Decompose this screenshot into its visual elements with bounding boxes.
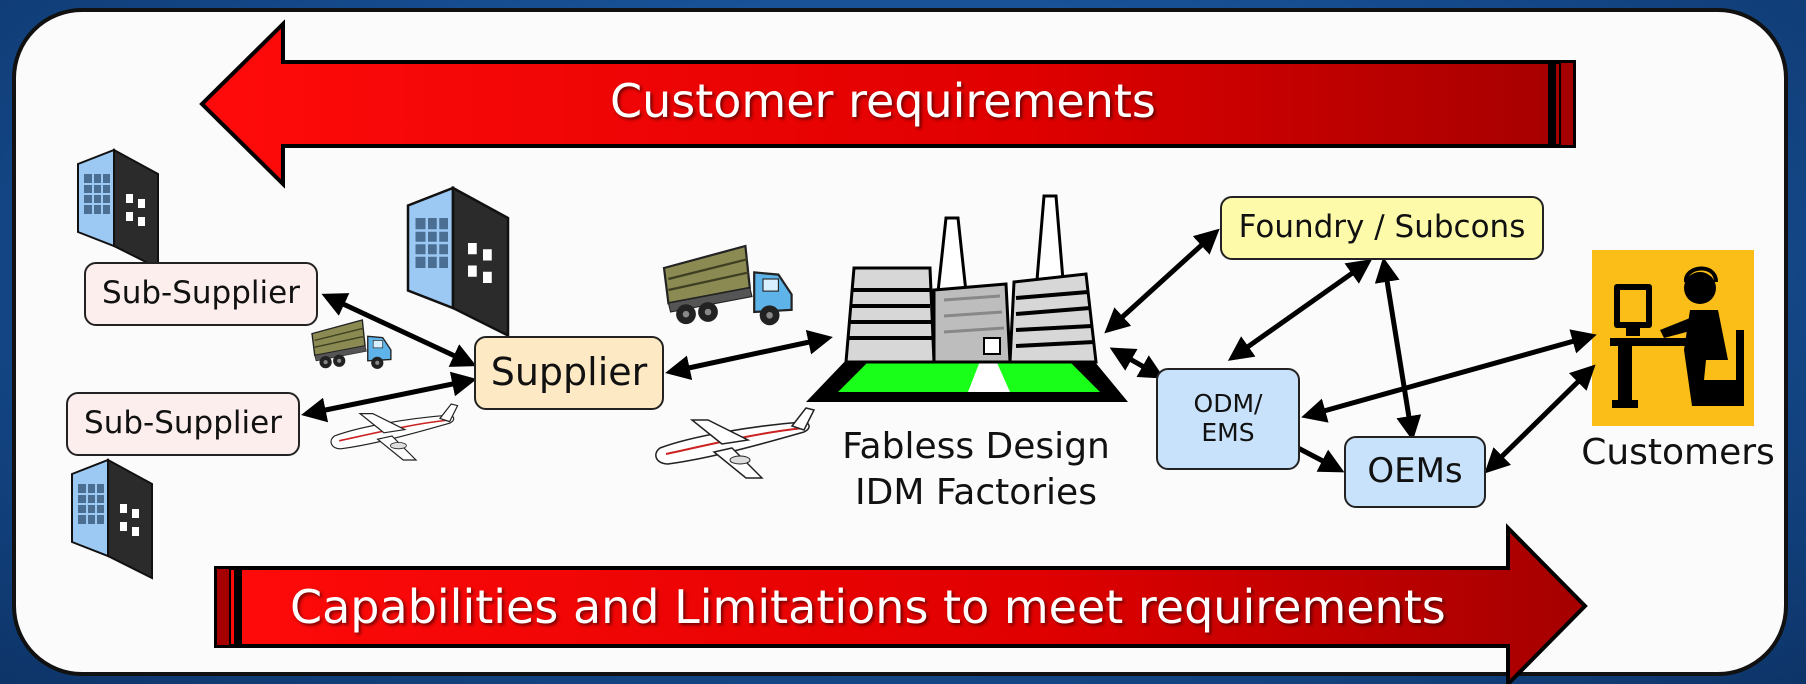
- foundry-subcons-node: Foundry / Subcons: [1220, 196, 1544, 260]
- customer-service-icon: [1610, 266, 1744, 408]
- odm-ems-node: ODM/ EMS: [1156, 368, 1300, 470]
- office-building-icon: [71, 459, 153, 579]
- odm-label: ODM/: [1193, 389, 1263, 419]
- cargo-truck-icon: [311, 319, 392, 370]
- customer-requirements-label: Customer requirements: [610, 74, 1156, 128]
- customer-requirements-arrow: [199, 19, 1576, 189]
- fab-label-line2: IDM Factories: [855, 472, 1097, 514]
- customers-label: Customers: [1581, 432, 1775, 473]
- sub-supplier-node: Sub-Supplier: [66, 392, 300, 456]
- cargo-truck-icon: [662, 244, 793, 327]
- sub-supplier-node: Sub-Supplier: [84, 262, 318, 326]
- fab-idm-label: Fabless Design IDM Factories: [826, 424, 1126, 516]
- airplane-icon: [330, 403, 459, 461]
- factory-icon: [806, 194, 1128, 402]
- office-building-icon: [406, 186, 510, 337]
- capabilities-arrow: [214, 523, 1588, 684]
- oems-node: OEMs: [1344, 436, 1486, 508]
- fab-label-line1: Fabless Design: [842, 426, 1110, 467]
- office-building-icon: [77, 149, 159, 269]
- capabilities-label: Capabilities and Limitations to meet req…: [290, 580, 1446, 634]
- ems-label: EMS: [1201, 418, 1255, 447]
- supplier-node: Supplier: [474, 336, 664, 410]
- airplane-icon: [654, 407, 815, 479]
- connector-arrows: [301, 228, 1597, 474]
